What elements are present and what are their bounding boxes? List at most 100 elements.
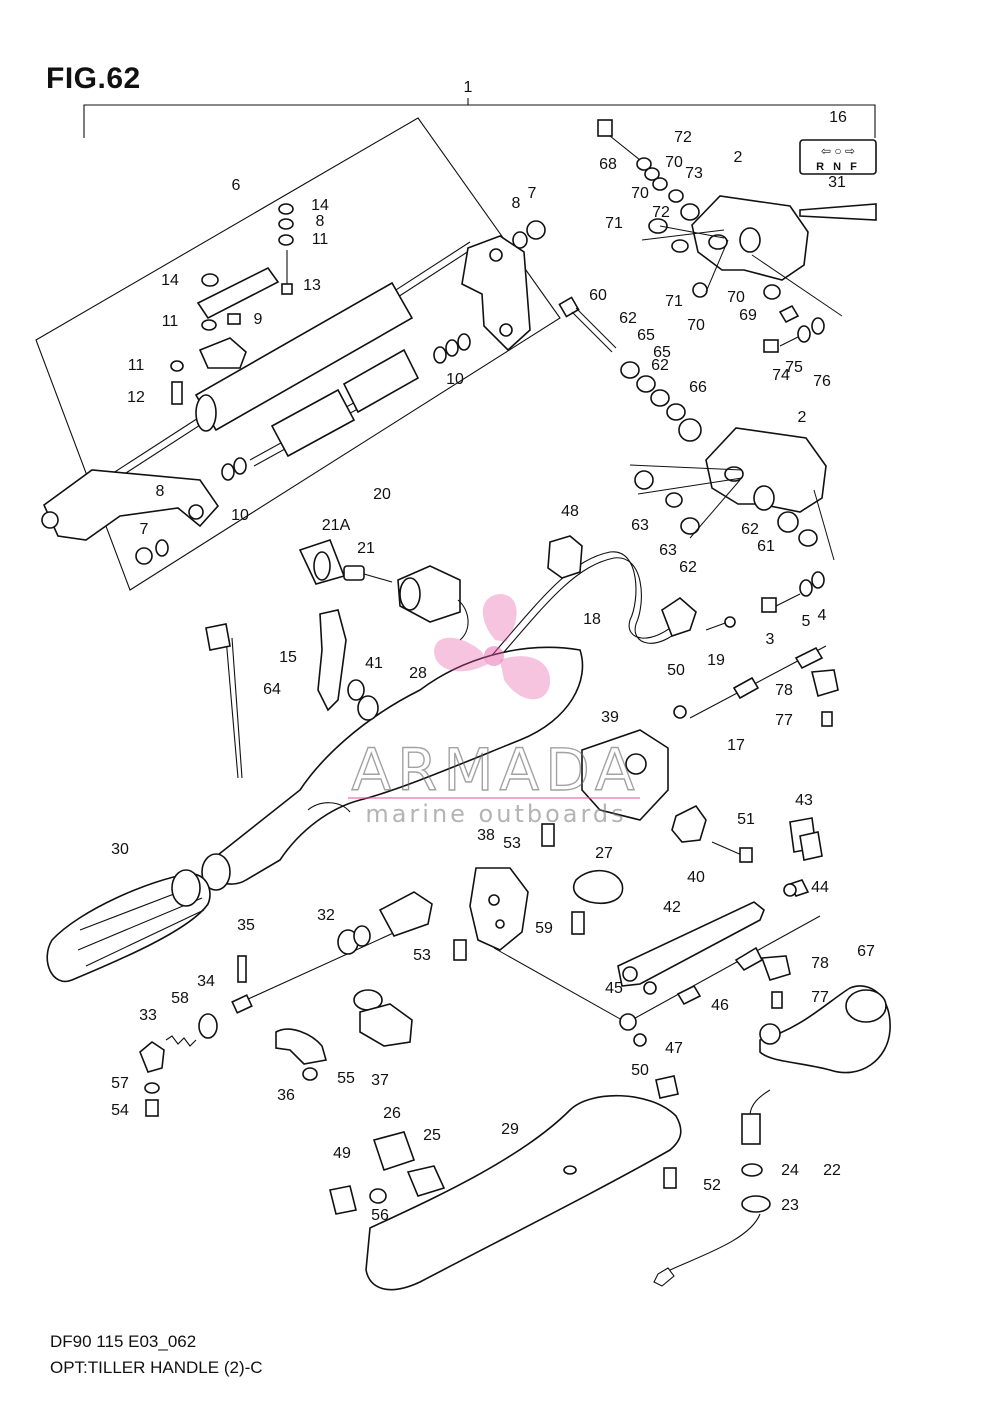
part-callout-26: 26	[383, 1105, 401, 1122]
part-callout-11: 11	[312, 231, 329, 248]
part-callout-57: 57	[111, 1075, 129, 1092]
part-callout-70: 70	[665, 154, 683, 171]
misc-parts	[205, 609, 823, 897]
part-callout-55: 55	[337, 1070, 355, 1087]
part-callout-2: 2	[798, 409, 807, 426]
part-callout-28: 28	[409, 665, 427, 682]
part-callout-40: 40	[687, 869, 705, 886]
watermark-propeller-icon	[434, 594, 551, 700]
part-callout-52: 52	[703, 1177, 721, 1194]
assembly-bracket	[83, 98, 876, 138]
part-callout-78: 78	[775, 682, 793, 699]
part-callout-10: 10	[231, 507, 249, 524]
part-callout-5: 5	[802, 613, 811, 630]
part-callout-30: 30	[111, 841, 129, 858]
part-callout-20: 20	[373, 486, 391, 503]
part-callout-63: 63	[659, 542, 677, 559]
part-callout-42: 42	[663, 899, 681, 916]
friction-parts	[139, 1013, 218, 1117]
bottom-cover	[365, 1075, 682, 1291]
watermark-brand: ARMADA	[351, 736, 640, 804]
part-callout-65: 65	[637, 327, 655, 344]
part-callout-9: 9	[254, 311, 263, 328]
part-callout-47: 47	[665, 1040, 683, 1057]
part-callout-23: 23	[781, 1197, 799, 1214]
part-callout-12: 12	[127, 389, 145, 406]
steering-arm	[759, 985, 891, 1074]
upper-pivot-bracket	[597, 119, 843, 353]
part-callout-77: 77	[775, 712, 793, 729]
part-callout-19: 19	[707, 652, 725, 669]
part-callout-70: 70	[727, 289, 745, 306]
part-callout-71: 71	[665, 293, 683, 310]
part-callout-21: 21	[357, 540, 375, 557]
stop-switch-lanyard	[653, 1089, 771, 1287]
part-callout-8: 8	[156, 483, 165, 500]
part-callout-78: 78	[811, 955, 829, 972]
figure-title: FIG.62	[46, 62, 141, 95]
throttle-cable	[231, 891, 433, 1014]
part-callout-1: 1	[464, 79, 473, 96]
part-callout-25: 25	[423, 1127, 441, 1144]
watermark-tagline: marine outboards	[365, 800, 626, 828]
part-callout-8: 8	[316, 213, 325, 230]
part-callout-62: 62	[741, 521, 759, 538]
box-hardware	[135, 203, 546, 565]
part-callout-70: 70	[631, 185, 649, 202]
part-callout-2: 2	[734, 149, 743, 166]
part-callout-56: 56	[371, 1207, 389, 1224]
footer-description: OPT:TILLER HANDLE (2)-C	[50, 1358, 263, 1377]
part-callout-51: 51	[737, 811, 755, 828]
part-callout-75: 75	[785, 359, 803, 376]
part-callout-43: 43	[795, 792, 813, 809]
throttle-shaft	[41, 235, 531, 541]
lower-pivot-bracket	[629, 427, 835, 613]
part-callout-4: 4	[818, 607, 827, 624]
switch-bracket	[453, 867, 623, 1021]
part-callout-74: 74	[772, 367, 790, 384]
part-callout-62: 62	[679, 559, 697, 576]
part-callout-33: 33	[139, 1007, 157, 1024]
part-callout-77: 77	[811, 989, 829, 1006]
part-callout-21A: 21A	[322, 517, 351, 534]
part-callout-61: 61	[757, 538, 775, 555]
wire-harness	[487, 535, 736, 667]
part-callout-62: 62	[651, 357, 669, 374]
part-callout-49: 49	[333, 1145, 351, 1162]
part-callout-18: 18	[583, 611, 601, 628]
part-callout-62: 62	[619, 310, 637, 327]
part-callout-46: 46	[711, 997, 729, 1014]
part-callout-64: 64	[263, 681, 281, 698]
part-callout-70: 70	[687, 317, 705, 334]
footer-code: DF90 115 E03_062	[50, 1332, 197, 1351]
shift-decal-letters: R N F	[816, 161, 860, 173]
part-callout-11: 11	[128, 357, 145, 374]
part-callout-27: 27	[595, 845, 613, 862]
part-callout-16: 16	[829, 109, 847, 126]
throttle-grip	[46, 869, 211, 983]
part-callout-29: 29	[501, 1121, 519, 1138]
part-callout-39: 39	[601, 709, 619, 726]
part-callout-6: 6	[232, 177, 241, 194]
part-callout-71: 71	[605, 215, 623, 232]
part-callout-44: 44	[811, 879, 829, 896]
part-callout-45: 45	[605, 980, 623, 997]
part-callout-65: 65	[653, 344, 671, 361]
part-callout-53: 53	[413, 947, 431, 964]
part-callout-7: 7	[140, 521, 149, 538]
part-callout-17: 17	[727, 737, 745, 754]
cover-cap	[571, 869, 624, 935]
part-callout-14: 14	[161, 272, 179, 289]
part-callout-69: 69	[739, 307, 757, 324]
part-callout-14: 14	[311, 197, 329, 214]
part-callout-7: 7	[528, 185, 537, 202]
part-callout-59: 59	[535, 920, 553, 937]
part-callout-58: 58	[171, 990, 189, 1007]
part-callout-10: 10	[446, 371, 464, 388]
part-callout-53: 53	[503, 835, 521, 852]
tiller-handle-body	[201, 646, 584, 891]
part-callout-15: 15	[279, 649, 297, 666]
